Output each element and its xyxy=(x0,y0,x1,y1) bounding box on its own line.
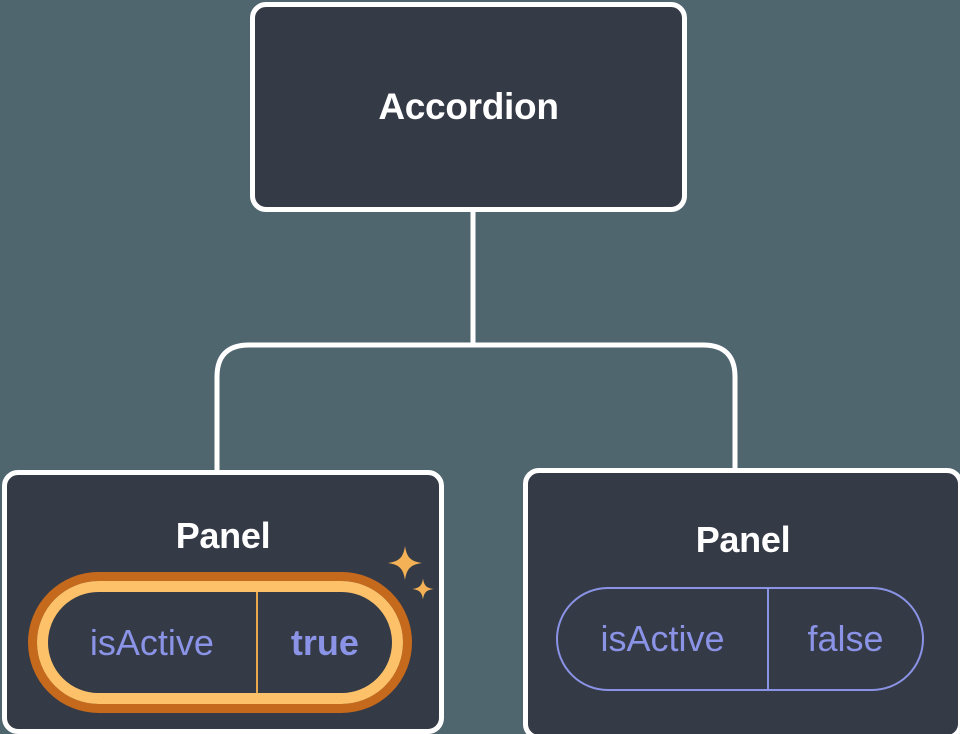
state-pill-active-inner: isActive true xyxy=(37,581,403,704)
node-accordion: Accordion xyxy=(250,2,687,212)
panel-title: Panel xyxy=(695,519,791,560)
state-value-cell: true xyxy=(290,621,359,663)
state-key-cell: isActive xyxy=(48,592,258,693)
state-pill-inactive: isActive false xyxy=(556,587,924,691)
node-accordion-label: Accordion xyxy=(378,86,559,127)
sparkle-icon xyxy=(388,546,434,600)
panel-title: Panel xyxy=(175,515,271,556)
state-value-cell: false xyxy=(807,618,884,659)
state-key-cell: isActive xyxy=(558,589,770,689)
state-pill-active: isActive true xyxy=(28,572,412,713)
